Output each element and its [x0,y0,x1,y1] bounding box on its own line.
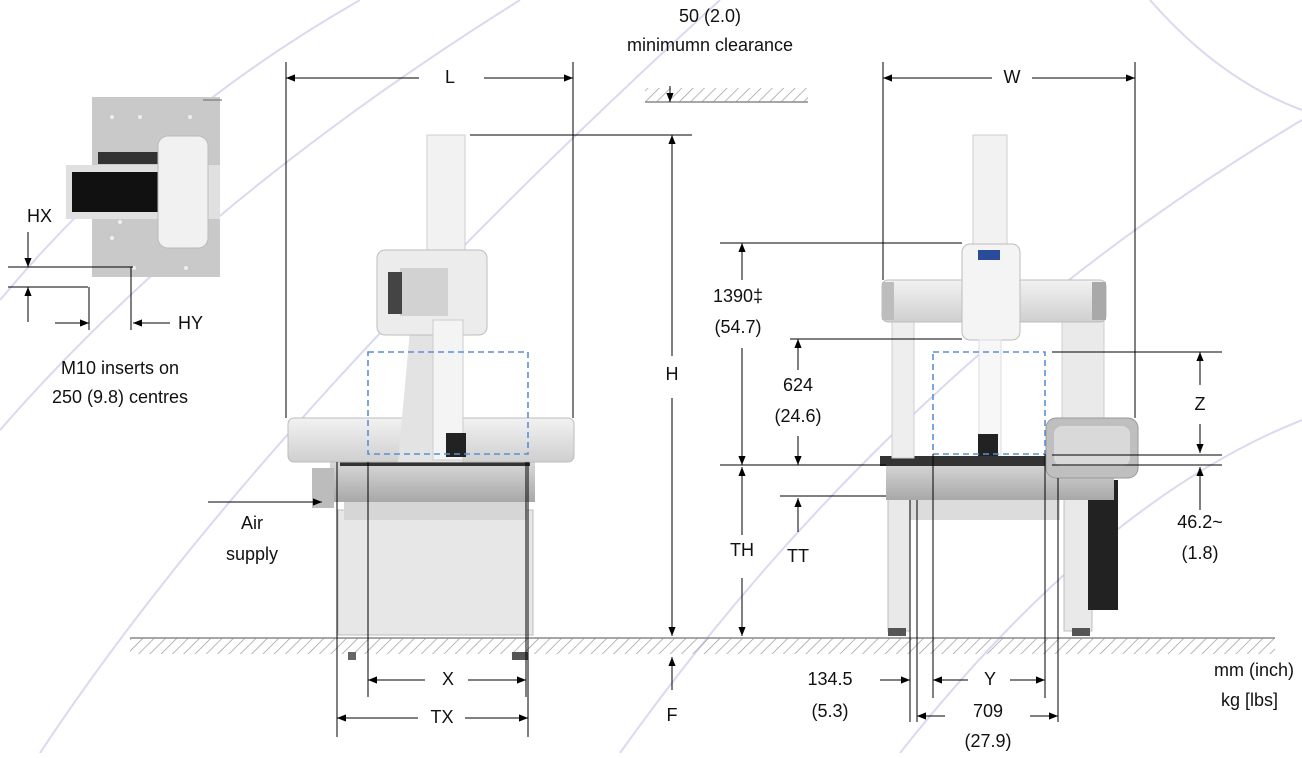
dim-134-label: 134.5 [807,669,853,689]
clearance-caption: minimumn clearance [626,35,794,55]
floor-hatching [130,638,1275,654]
inset-top-view [8,97,222,330]
inset-note-line2: 250 (9.8) centres [51,387,189,407]
dim-1390-inch-label: (54.7) [714,317,762,337]
dim-46-label: 46.2~ [1177,512,1223,532]
dim-Z-label: Z [1194,394,1206,414]
dim-X-label: X [441,669,454,689]
dim-134-inch-label: (5.3) [811,701,849,721]
dim-H-label: H [665,364,679,384]
dim-W-label: W [1003,67,1021,87]
air-supply-line2: supply [225,544,279,564]
dim-Y-label: Y [983,669,996,689]
side-view-dimensions [208,62,692,737]
units-length: mm (inch) [1214,660,1294,680]
front-view-machine [880,134,1139,636]
dim-TX-label: TX [430,707,454,727]
front-view-dimensions [720,62,1222,722]
air-supply-line1: Air [241,513,263,533]
dim-1390-label: 1390‡ [712,286,764,306]
dim-709-label: 709 [972,701,1004,721]
side-view-machine [287,134,575,660]
dim-L-label: L [444,67,455,87]
ceiling-hatching [645,88,808,102]
dim-TT-label: TT [787,546,809,566]
inset-note-line1: M10 inserts on [60,358,180,378]
units-mass: kg [lbs] [1220,690,1278,710]
dim-709-inch-label: (27.9) [964,731,1012,751]
dim-46-inch-label: (1.8) [1181,543,1219,563]
dim-F-label: F [666,705,678,725]
dim-624-inch-label: (24.6) [774,406,822,426]
dim-624-label: 624 [782,375,814,395]
inset-hx-label: HX [27,206,53,226]
inset-hy-label: HY [178,313,204,333]
clearance-value: 50 (2.0) [678,6,742,26]
dim-TH-label: TH [730,540,754,560]
